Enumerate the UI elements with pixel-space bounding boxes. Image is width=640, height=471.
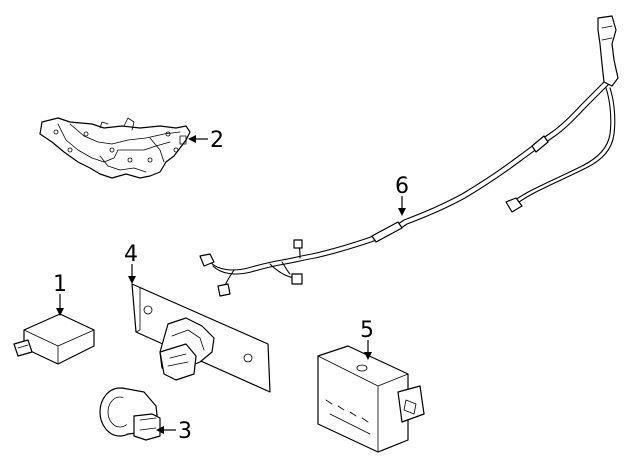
callout-leaders [56, 135, 406, 434]
part-1-module [13, 313, 95, 365]
part-4-mounting-plate [131, 283, 271, 393]
callout-6: 6 [395, 174, 409, 199]
callout-3: 3 [178, 419, 192, 444]
callout-1: 1 [53, 272, 67, 297]
part-6-wiring-harness [199, 15, 619, 297]
part-3-sensor [99, 387, 161, 441]
part-2-bracket [39, 117, 191, 179]
callout-2: 2 [210, 128, 224, 153]
callout-5: 5 [360, 318, 374, 343]
callout-4: 4 [124, 242, 138, 267]
part-5-control-unit [317, 345, 425, 453]
